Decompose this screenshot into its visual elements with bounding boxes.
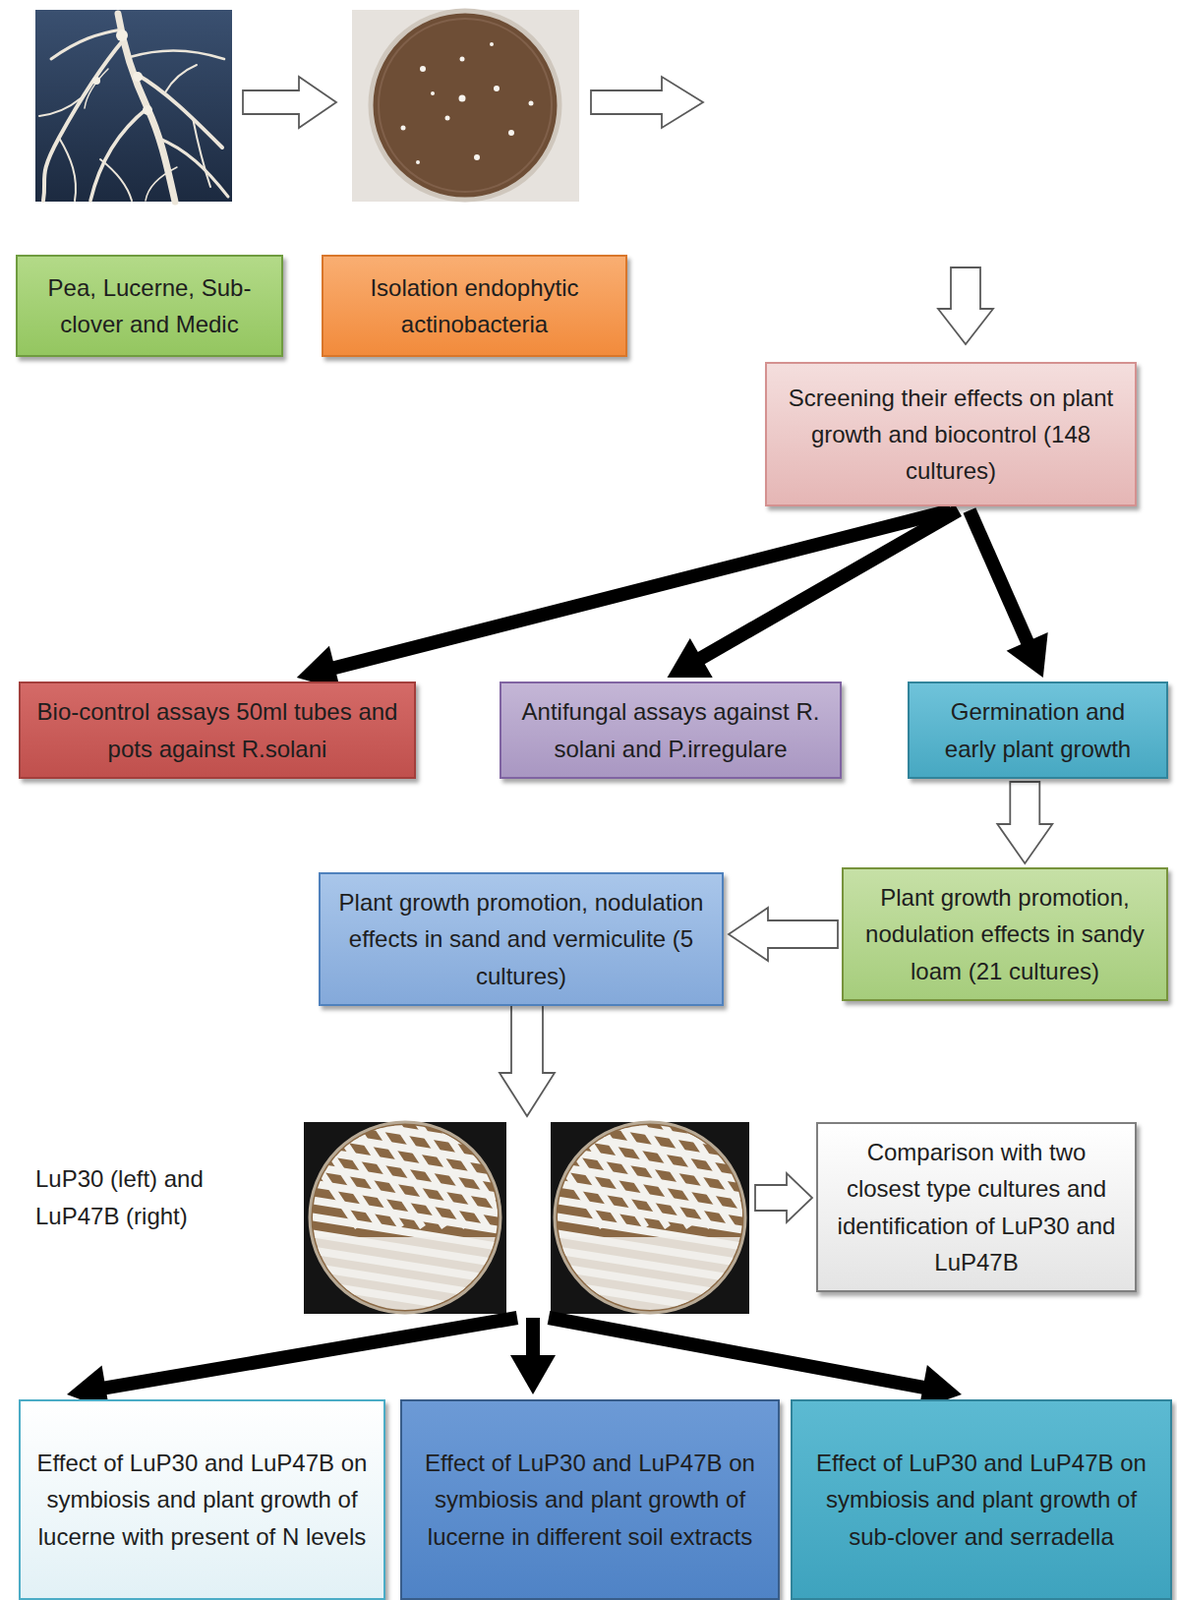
assay-box: Antifungal assays against R. solani and … [499,681,842,779]
flow-arrow [667,510,959,678]
streak [610,1109,690,1228]
box-text: Plant growth promotion, nodulation effec… [857,879,1153,990]
flow-arrow [997,781,1053,864]
streak [551,1236,749,1316]
result-box: Effect of LuP30 and LuP47B on symbiosis … [790,1399,1173,1600]
culture-plate-photo [524,1109,776,1316]
box-text: Effect of LuP30 and LuP47B on symbiosis … [415,1444,765,1555]
streak [430,1109,510,1228]
streak [653,1109,733,1228]
flow-arrow [66,1317,518,1411]
process-box: Isolation endophytic actinobacteria [321,254,628,357]
streak [387,1109,467,1228]
flow-arrow [728,907,838,961]
flow-arrow [938,267,994,345]
streak [452,1109,531,1228]
petri-dish-photo [352,9,580,202]
box-text: Screening their effects on plant growth … [780,379,1121,490]
streak [545,1109,625,1228]
process-box: Plant growth promotion, nodulation effec… [841,867,1169,1001]
streak [365,1109,445,1228]
result-box: Effect of LuP30 and LuP47B on symbiosis … [400,1399,780,1600]
flow-arrow [590,76,704,128]
culture-plate-photo [279,1109,531,1316]
assay-box: Bio-control assays 50ml tubes and pots a… [18,681,416,779]
flow-arrow [296,510,951,690]
flow-arrow [510,1317,556,1395]
streak [567,1109,647,1228]
streak [588,1109,668,1228]
flow-arrow [499,1003,555,1117]
flow-arrow [969,510,1049,678]
source-box: Pea, Lucerne, Sub-clover and Medic [15,254,284,357]
streak [632,1109,711,1228]
result-box: Effect of LuP30 and LuP47B on symbiosis … [18,1399,386,1600]
box-text: Comparison with two closest type culture… [831,1133,1121,1281]
streak [524,1109,603,1228]
box-text: Isolation endophytic actinobacteria [337,269,612,343]
flow-arrow [755,1173,813,1223]
box-text: Effect of LuP30 and LuP47B on symbiosis … [806,1444,1157,1555]
flow-arrow [242,76,337,128]
root-photo [35,9,233,202]
streak [409,1109,488,1228]
box-text: Pea, Lucerne, Sub-clover and Medic [31,269,268,343]
process-box: Comparison with two closest type culture… [816,1121,1137,1293]
streak [306,1236,504,1316]
streak [344,1109,423,1228]
streak [279,1109,358,1228]
box-text: Antifungal assays against R. solani and … [515,693,826,766]
streak [675,1109,755,1228]
box-text: Plant growth promotion, nodulation effec… [334,883,708,995]
process-box: Screening their effects on plant growth … [765,361,1137,507]
flow-arrow [548,1317,962,1410]
streak [322,1109,402,1228]
streak [300,1109,380,1228]
plate-caption: LuP30 (left) and LuP47B (right) [35,1160,242,1236]
box-text: Effect of LuP30 and LuP47B on symbiosis … [34,1444,370,1555]
process-box: Plant growth promotion, nodulation effec… [318,872,724,1006]
box-text: Germination and early plant growth [923,693,1153,766]
assay-box: Germination and early plant growth [907,681,1169,779]
box-text: Bio-control assays 50ml tubes and pots a… [34,693,401,766]
